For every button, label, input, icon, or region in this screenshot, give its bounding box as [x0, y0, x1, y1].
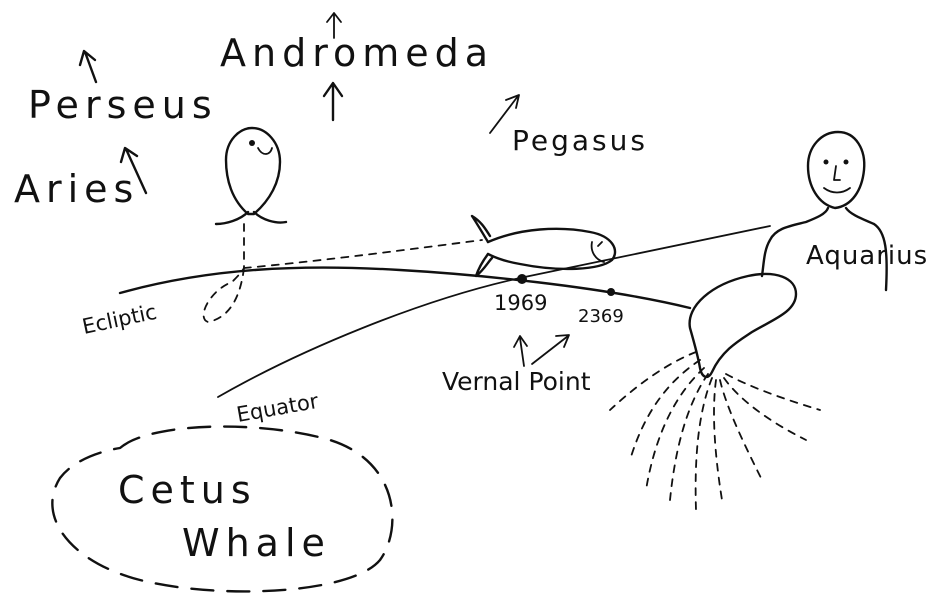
dashed-loop: [204, 268, 244, 322]
vernal-point-arrows: [514, 335, 569, 366]
pegasus-label: Pegasus: [512, 124, 648, 157]
horizontal-fish-icon: [472, 216, 615, 276]
aquarius-label: Aquarius: [806, 241, 928, 271]
perseus-arrow: [80, 51, 96, 82]
upper-fish-icon: [216, 128, 286, 268]
water-jar-icon: [690, 274, 796, 377]
vernal-point-label: Vernal Point: [442, 367, 591, 396]
year-2369-label: 2369: [578, 306, 624, 327]
andromeda-label: Andromeda: [220, 31, 494, 75]
cetus-label: Cetus: [118, 468, 257, 512]
andromeda-arrow-bottom: [324, 83, 342, 120]
perseus-label: Perseus: [28, 83, 218, 127]
aries-label: Aries: [14, 167, 139, 211]
ecliptic-label: Ecliptic: [80, 300, 159, 339]
water-stream: [610, 352, 820, 510]
point-1969: [517, 274, 527, 284]
whale-label: Whale: [182, 521, 331, 565]
point-2369: [607, 288, 615, 296]
dashed-connector: [244, 240, 482, 268]
ecliptic-line: [120, 268, 690, 308]
equator-label: Equator: [235, 389, 321, 427]
year-1969-label: 1969: [494, 291, 547, 315]
